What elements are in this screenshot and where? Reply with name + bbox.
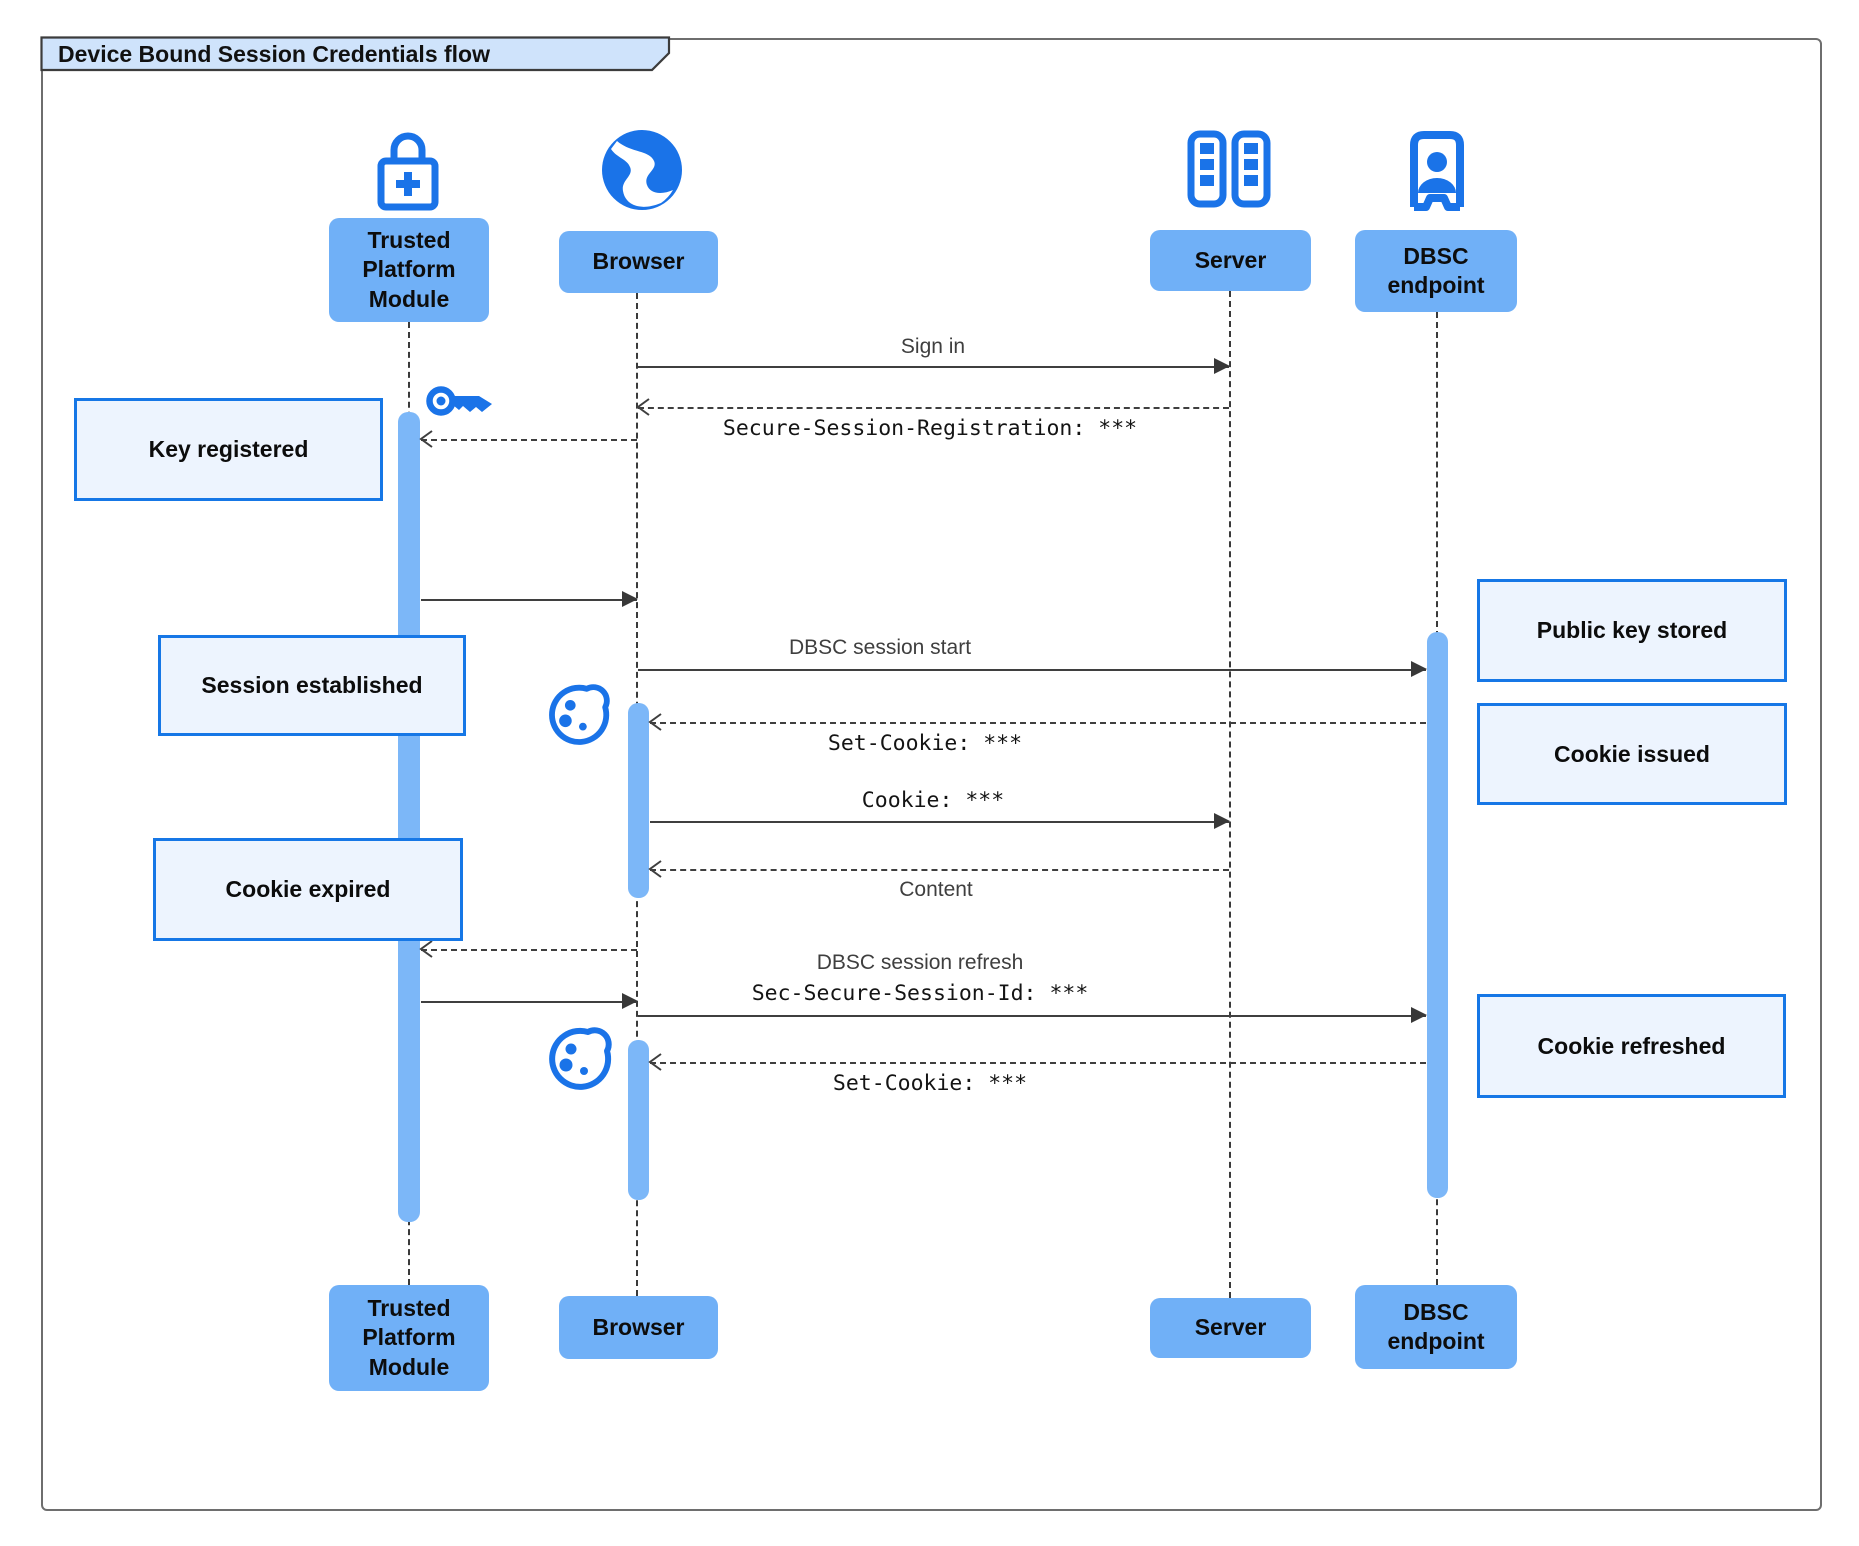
lifeline-server — [1229, 291, 1231, 1298]
open-arrowhead-icon — [648, 860, 662, 878]
note-cookie-issued: Cookie issued — [1477, 703, 1787, 805]
diagram-border — [41, 38, 1822, 1511]
lock-plus-icon — [376, 128, 440, 217]
participant-browser-top: Browser — [559, 231, 718, 293]
arrowhead-icon — [622, 591, 638, 607]
arrowhead-icon — [1214, 813, 1230, 829]
arrowhead-icon — [1214, 358, 1230, 374]
server-racks-icon — [1187, 130, 1271, 213]
participant-server-bottom: Server — [1150, 1298, 1311, 1358]
open-arrowhead-icon — [648, 1053, 662, 1071]
open-arrowhead-icon — [419, 940, 433, 958]
activation-bar-tpm — [398, 412, 420, 1222]
open-arrowhead-icon — [419, 430, 433, 448]
participant-browser-bottom: Browser — [559, 1296, 718, 1359]
note-cookie-expired: Cookie expired — [153, 838, 463, 941]
activation-bar-browser-1 — [628, 703, 649, 898]
cookie-icon — [545, 682, 613, 751]
participant-tpm-bottom: Trusted Platform Module — [329, 1285, 489, 1391]
note-cookie-refreshed: Cookie refreshed — [1477, 994, 1786, 1098]
arrowhead-icon — [1411, 1007, 1427, 1023]
participant-tpm-top: Trusted Platform Module — [329, 218, 489, 322]
activation-bar-dbsc — [1427, 632, 1448, 1198]
activation-bar-browser-2 — [628, 1040, 649, 1200]
participant-dbsc-bottom: DBSC endpoint — [1355, 1285, 1517, 1369]
open-arrowhead-icon — [636, 398, 650, 416]
open-arrowhead-icon — [648, 713, 662, 731]
cookie-icon — [546, 1025, 614, 1096]
globe-icon — [599, 127, 685, 218]
key-icon — [425, 377, 503, 426]
badge-person-icon — [1404, 131, 1470, 216]
participant-server-top: Server — [1150, 230, 1311, 291]
arrowhead-icon — [622, 993, 638, 1009]
note-public-key-stored: Public key stored — [1477, 579, 1787, 682]
diagram-title: Device Bound Session Credentials flow — [58, 41, 490, 67]
participant-dbsc-top: DBSC endpoint — [1355, 230, 1517, 312]
note-session-established: Session established — [158, 635, 466, 736]
arrowhead-icon — [1411, 661, 1427, 677]
diagram-title-tab — [40, 36, 680, 74]
note-key-registered: Key registered — [74, 398, 383, 501]
